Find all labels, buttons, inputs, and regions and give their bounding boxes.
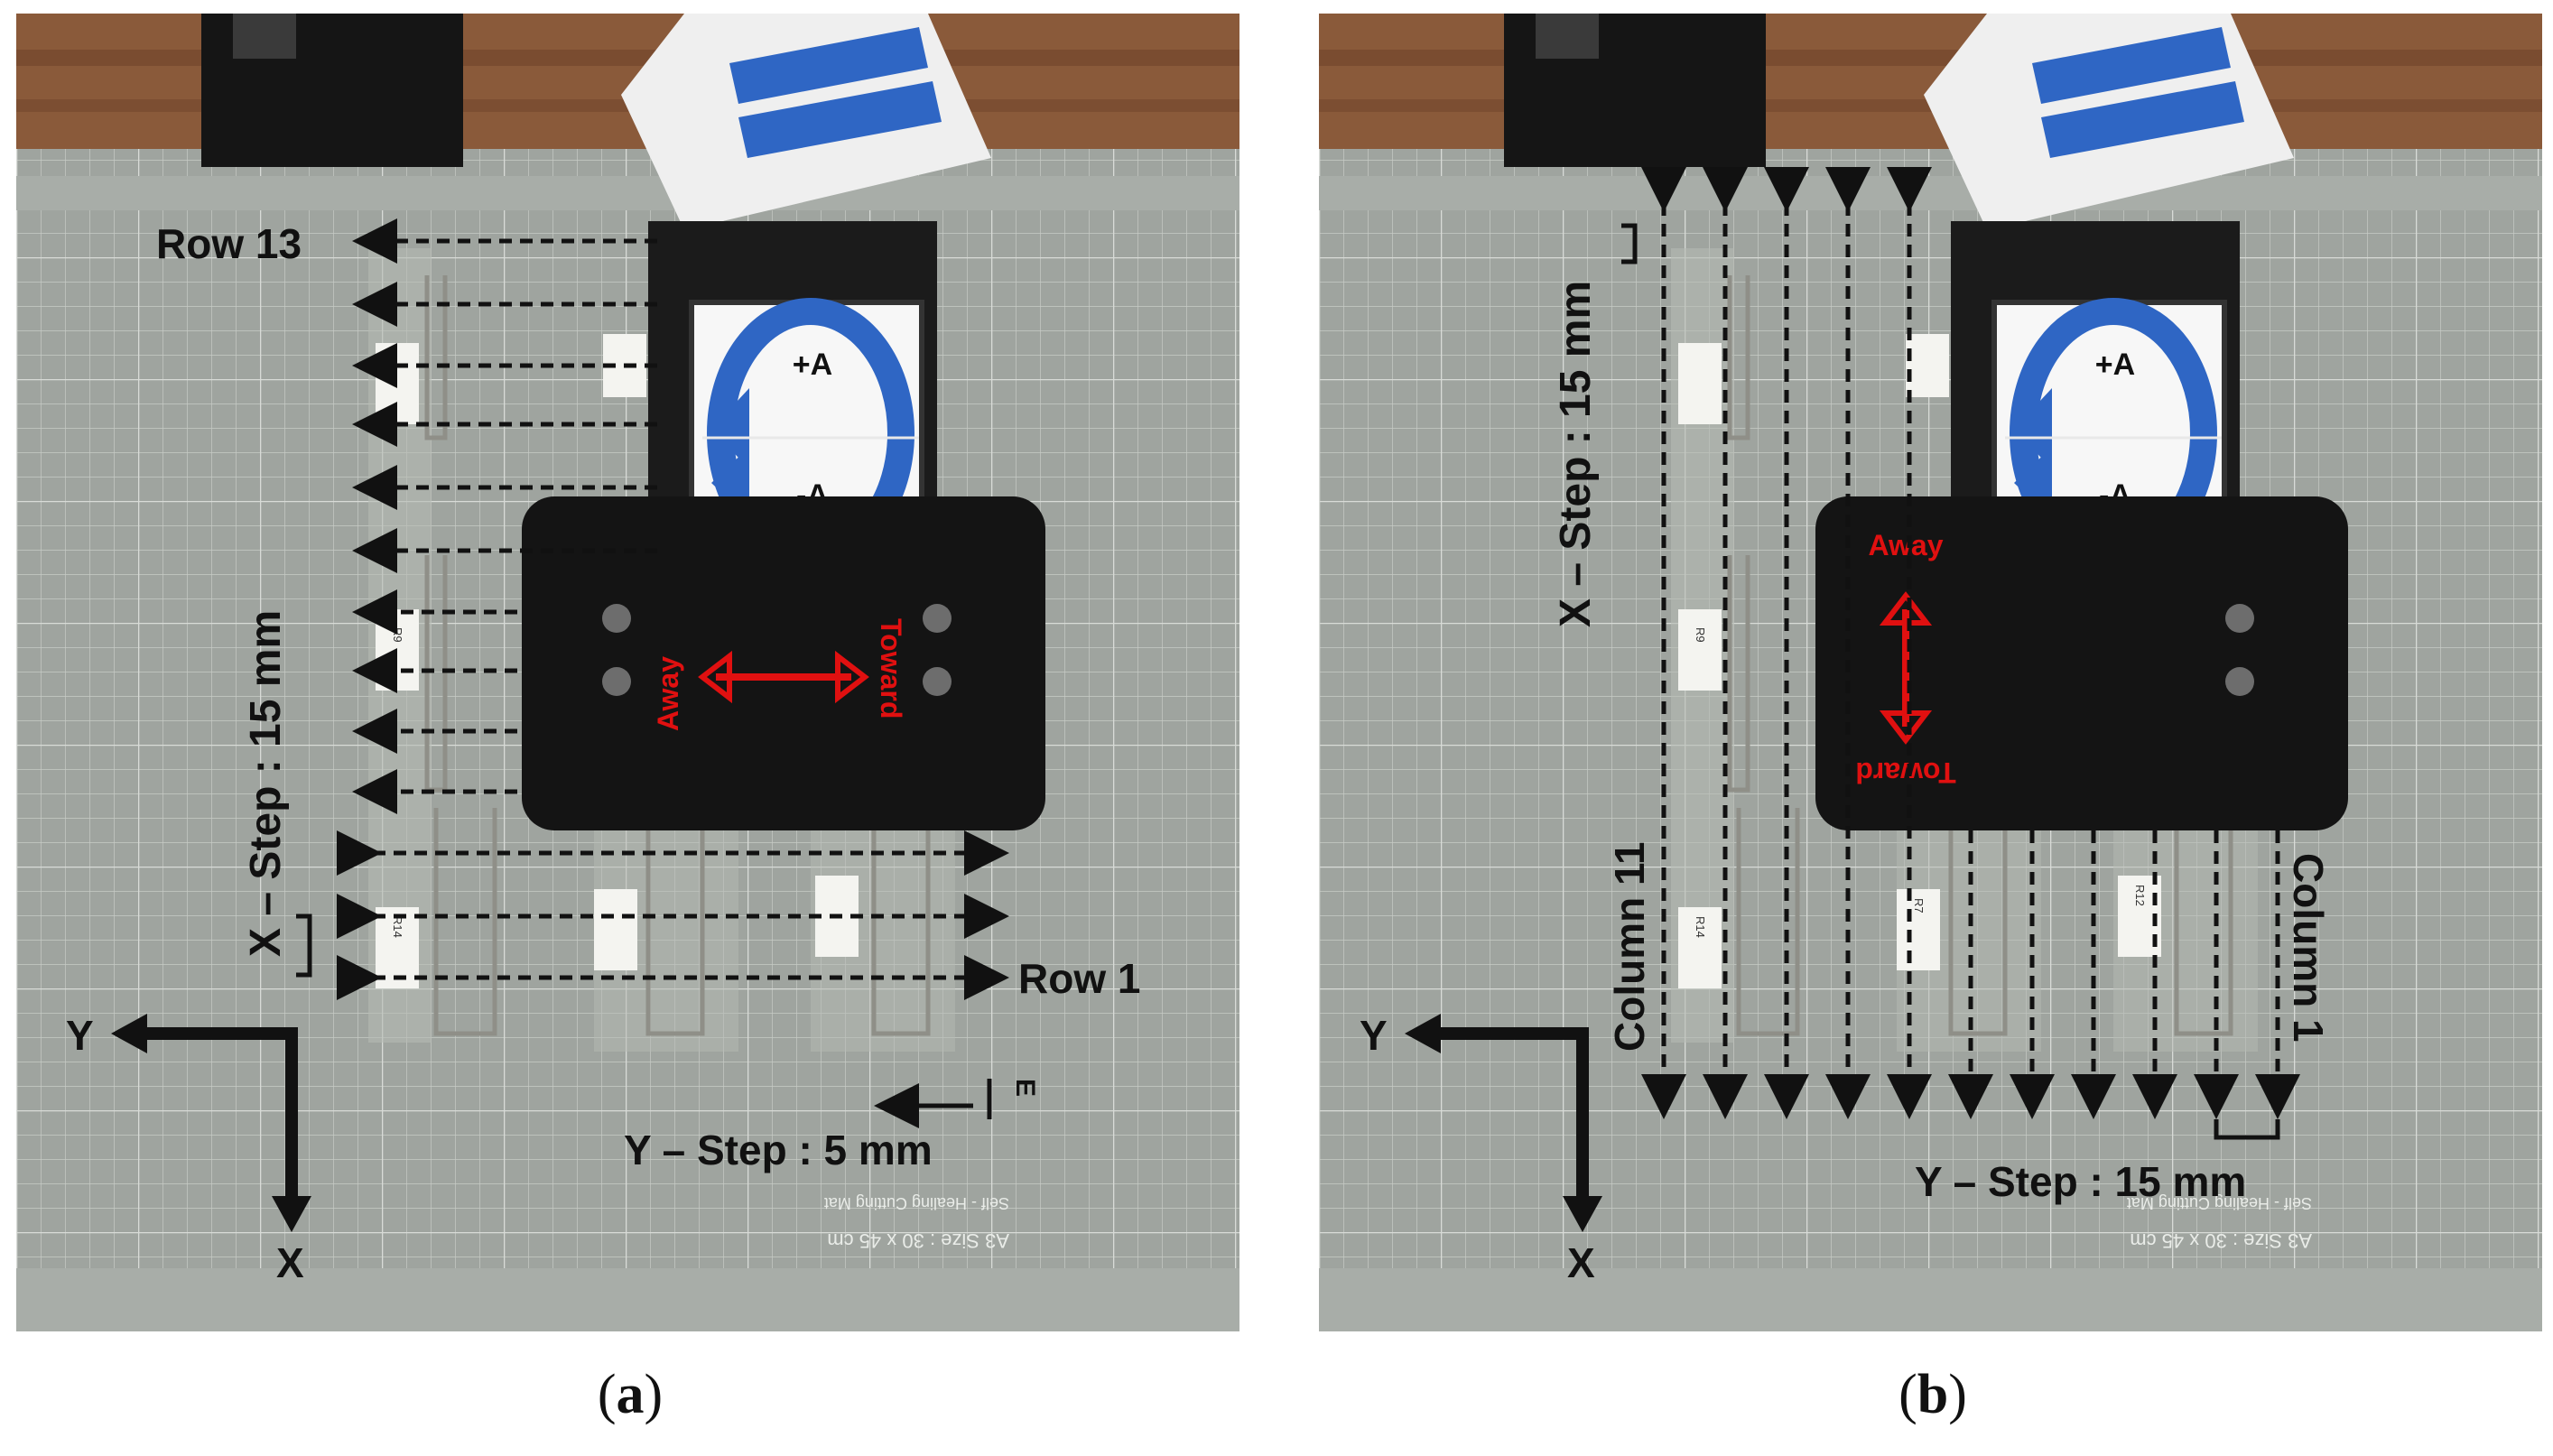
y-step-label: Y – Step : 5 mm: [624, 1127, 933, 1173]
caption-a-letter: a: [616, 1364, 645, 1425]
sample-tag: [1906, 334, 1949, 397]
mat-size-print: A3 Size : 30 x 45 cm: [2130, 1229, 2312, 1252]
row-1-label: Row 1: [1018, 955, 1140, 1002]
y-step-label: Y – Step : 15 mm: [1915, 1158, 2246, 1205]
panel-a-photo: A3 Size : 30 x 45 cm Self - Healing Cutt…: [16, 14, 1239, 1331]
column-11-label: Column 11: [1606, 841, 1653, 1052]
row-scan-arrows: [337, 218, 1009, 1000]
mat-brand-print: Self - Healing Cutting Mat: [824, 1194, 1009, 1212]
sample-tag-label: R9: [391, 627, 404, 643]
direction-toward-label: Toward: [1855, 756, 1955, 789]
desk-surface: [16, 14, 1239, 149]
x-step-bracket: [1621, 223, 1638, 264]
x-step-label: X – Step : 15 mm: [242, 610, 290, 957]
caption-b-open: (: [1899, 1364, 1917, 1425]
column-1-label: Column 1: [2285, 853, 2332, 1043]
rotation-arrow-icon: [2014, 388, 2052, 469]
caption-b-letter: b: [1917, 1364, 1949, 1425]
x-step-label: X – Step : 15 mm: [1552, 281, 1600, 627]
caption-b-close: ): [1948, 1364, 1967, 1425]
mat-size-print: A3 Size : 30 x 45 cm: [827, 1229, 1009, 1252]
panel-a-scene: A3 Size : 30 x 45 cm Self - Healing Cutt…: [16, 14, 1239, 1331]
panel-b-photo: A3 Size : 30 x 45 cm Self - Healing Cutt…: [1319, 14, 2542, 1331]
sample-tag: [1678, 609, 1722, 691]
caption-a: (a): [540, 1363, 720, 1427]
mount-plate: [522, 496, 1045, 830]
sample-tag: [1678, 343, 1722, 424]
rotation-arrow-icon: [711, 388, 749, 469]
desk-surface: [1319, 14, 2542, 149]
panel-b-scene: A3 Size : 30 x 45 cm Self - Healing Cutt…: [1319, 14, 2542, 1331]
mount-plate: [1815, 496, 2348, 830]
caption-b: (b): [1843, 1363, 2023, 1427]
column-scan-arrows: [1641, 167, 2300, 1119]
sample-tag-label: R9: [1694, 627, 1707, 643]
direction-away-label: Away: [1868, 529, 1943, 561]
sample-tag: [376, 343, 419, 424]
caption-a-close: ): [644, 1364, 664, 1425]
x-step-bracket: [296, 913, 312, 978]
y-axis-label: Y: [1360, 1012, 1388, 1059]
direction-toward-label: Toward: [875, 618, 907, 719]
caption-a-open: (: [597, 1364, 617, 1425]
sample-tag-label: R14: [1694, 916, 1707, 938]
sample-tag-label: R14: [391, 916, 404, 938]
rotation-plus-label: +A: [793, 348, 832, 382]
row-13-label: Row 13: [156, 220, 302, 267]
sample-tag-label: R12: [2133, 885, 2147, 906]
x-axis-label: X: [1567, 1239, 1595, 1286]
coordinate-axes: Y X: [66, 1012, 311, 1286]
x-axis-label: X: [276, 1239, 304, 1286]
sample-tag: [594, 889, 637, 970]
sample-tag: [376, 609, 419, 691]
mat-brand-print: Self - Healing Cutting Mat: [2127, 1194, 2312, 1212]
sample-tag-label: R7: [1912, 898, 1926, 913]
y-step-bracket: [2214, 1119, 2280, 1140]
direction-away-label: Away: [652, 656, 684, 731]
rotation-plus-label: +A: [2095, 348, 2135, 382]
y-axis-label: Y: [66, 1012, 94, 1059]
y-step-unit-mark: E: [1010, 1079, 1040, 1097]
coordinate-axes: Y X: [1360, 1012, 1602, 1286]
